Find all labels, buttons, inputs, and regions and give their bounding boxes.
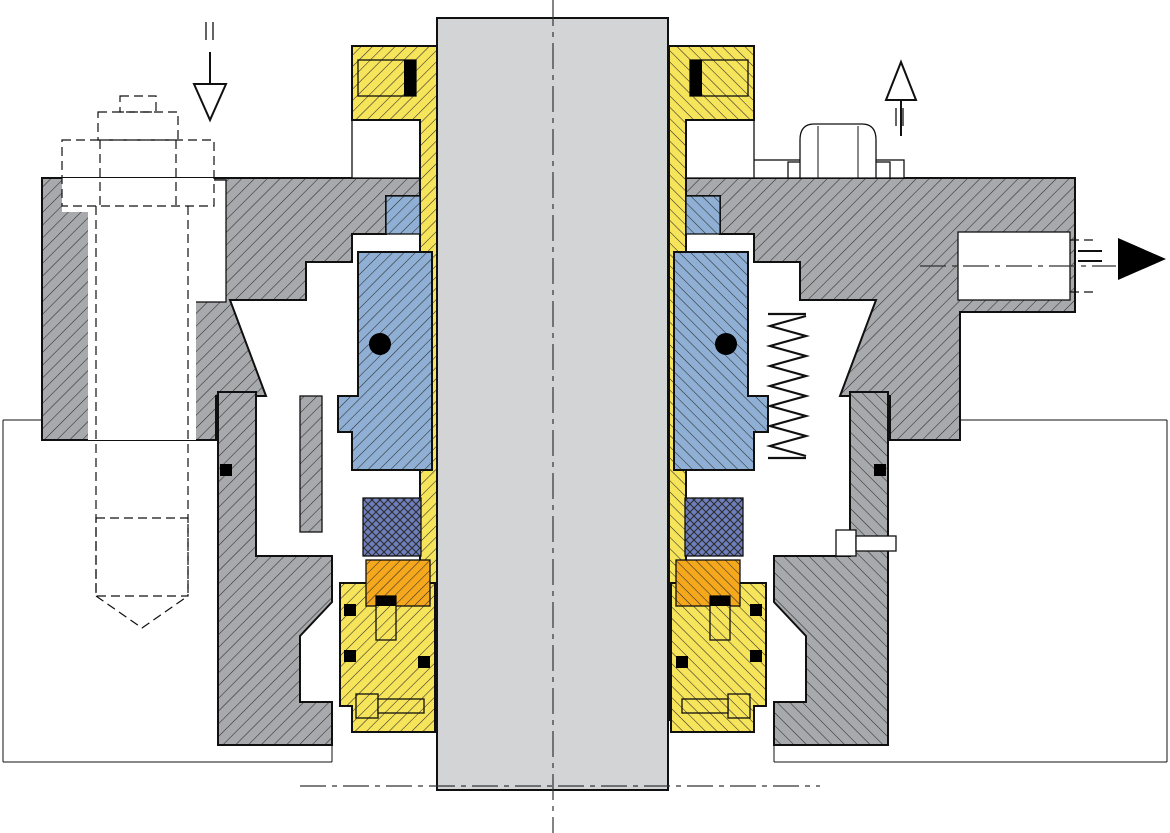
drive-pin: [299, 395, 323, 533]
gland-bolt: [787, 123, 891, 179]
outlet-port: [920, 231, 1116, 301]
casing-outline: [2, 419, 1168, 763]
spring: [765, 312, 811, 460]
flush-inlet-arrow-icon: [192, 22, 228, 123]
flush-outlet-arrow-icon: [884, 59, 918, 136]
hidden-gland-bolt: [61, 95, 215, 629]
clamp-screw: [835, 529, 897, 557]
flow-direction-arrow-icon: [1078, 238, 1166, 280]
